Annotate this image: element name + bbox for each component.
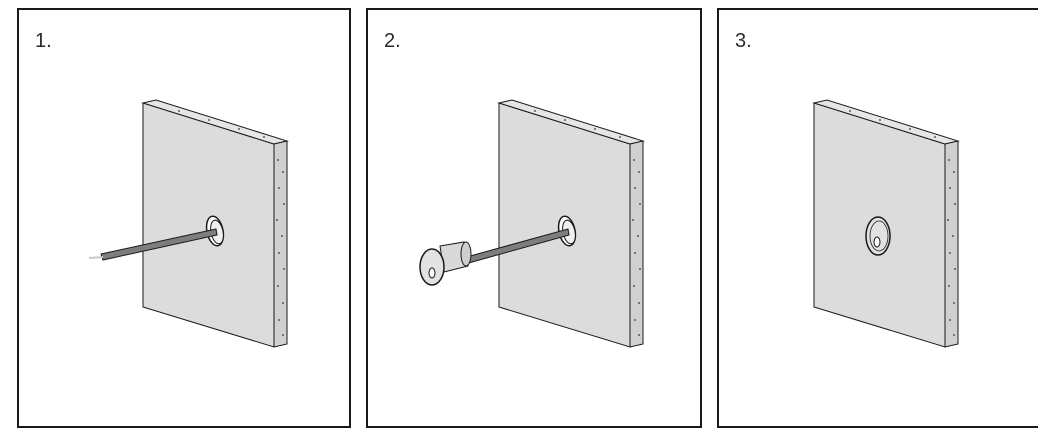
wall-illustration [812, 99, 960, 348]
step-panel-1: 1. [17, 8, 351, 428]
grommet-cap [419, 248, 445, 286]
wall-edge-texture [849, 110, 956, 336]
wall-edge-texture [534, 110, 641, 336]
installed-grommet-hole [873, 236, 881, 248]
wall-panel-edge [273, 140, 288, 348]
grommet-sleeve-end [460, 241, 472, 267]
step-panel-2: 2. [366, 8, 702, 428]
wall-illustration [88, 99, 289, 348]
wall-panel-edge [629, 140, 644, 348]
wall-panel-edge [944, 140, 959, 348]
wall-illustration [419, 99, 645, 348]
cable-end-shading [88, 256, 104, 259]
step-panel-3: 3. [717, 8, 1038, 428]
installed-grommet-rim [869, 220, 889, 252]
grommet-hole [428, 267, 436, 279]
installed-grommet-cap [865, 216, 891, 256]
wall-edge-texture [178, 110, 285, 336]
step-number: 2. [384, 30, 401, 52]
step-number: 1. [35, 30, 52, 52]
grommet [419, 241, 472, 286]
step-number: 3. [735, 30, 752, 52]
